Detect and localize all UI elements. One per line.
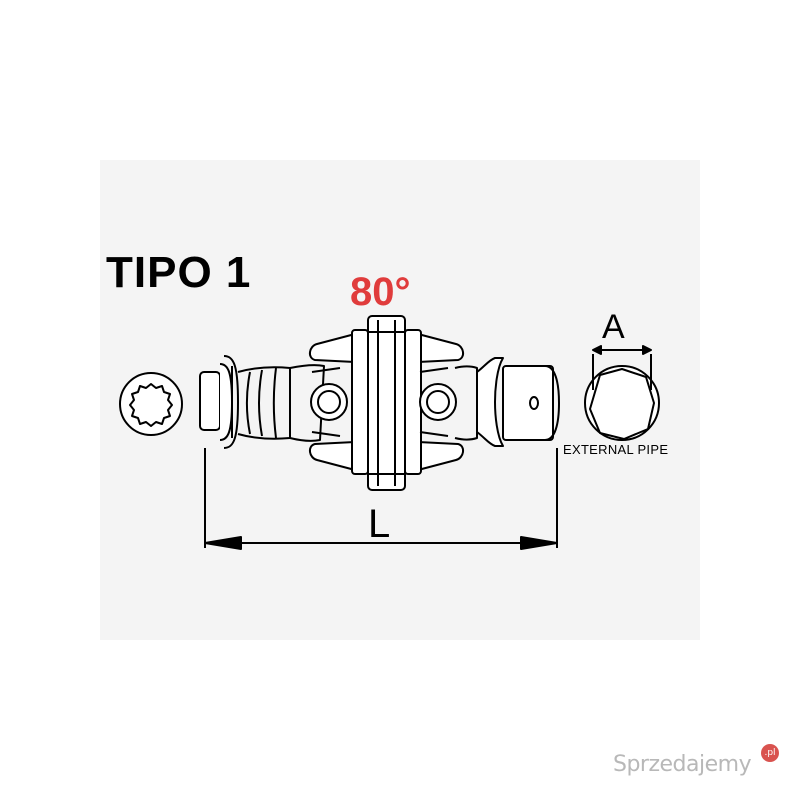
- diagram-title: TIPO 1: [106, 248, 252, 297]
- right-fork: [419, 365, 478, 441]
- right-hub: [476, 357, 560, 447]
- dimension-a-arrow: [592, 345, 652, 390]
- watermark-text: Sprzedajemy: [613, 752, 752, 777]
- length-label: L: [368, 502, 391, 546]
- dimension-arrow-icon: [204, 448, 558, 550]
- left-fork: [289, 364, 348, 442]
- left-hub: [199, 355, 291, 449]
- angle-label: 80°: [350, 270, 411, 314]
- spline-profile-icon: [119, 372, 183, 436]
- wide-angle-joint-icon: [309, 315, 464, 491]
- watermark-badge: .pl: [761, 744, 779, 762]
- external-pipe-label: EXTERNAL PIPE: [563, 442, 669, 457]
- external-pipe-profile-icon: [584, 365, 660, 441]
- diameter-label: A: [602, 308, 625, 346]
